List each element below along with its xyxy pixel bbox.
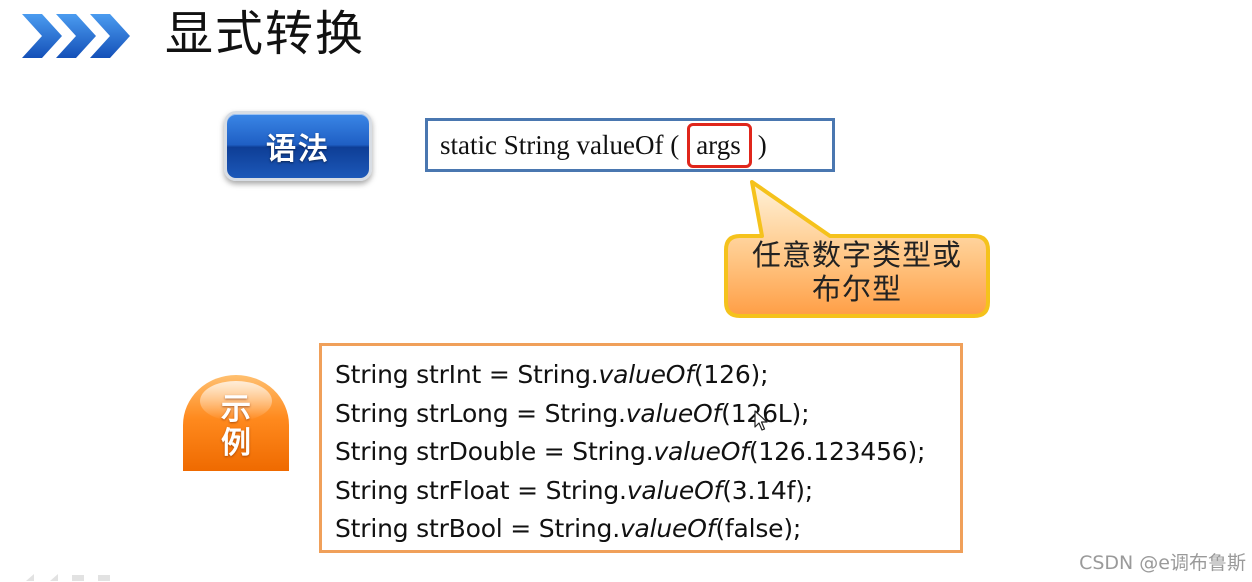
example-badge-label: 示 例 (183, 393, 289, 461)
code-text: String strInt = String. (335, 360, 599, 389)
code-line: String strBool = String.valueOf(false); (335, 510, 960, 549)
code-method: valueOf (625, 398, 722, 428)
code-text: (126.123456); (748, 437, 926, 466)
mouse-cursor-icon (754, 410, 768, 431)
syntax-signature-box: static String valueOf ( args ) (425, 118, 835, 172)
code-text: (126L); (721, 398, 810, 428)
example-badge-line-1: 示 (221, 392, 251, 427)
code-text: String strDouble = String. (335, 437, 654, 466)
code-text: String strLong = String. (335, 398, 626, 428)
callout-text: 任意数字类型或 布尔型 (728, 238, 986, 314)
code-line: String strFloat = String.valueOf(3.14f); (335, 472, 960, 511)
syntax-badge: 语法 (224, 111, 372, 181)
code-method: valueOf (653, 437, 749, 466)
signature-suffix: ) (757, 129, 767, 160)
code-text: (false); (715, 514, 802, 543)
code-line: String strInt = String.valueOf(126); (335, 356, 960, 395)
args-callout-bubble (724, 180, 990, 318)
callout-line-2: 布尔型 (811, 272, 902, 306)
code-method: valueOf (619, 514, 716, 543)
code-method: valueOf (598, 360, 694, 389)
signature-prefix: static String valueOf ( (440, 129, 680, 160)
example-badge-shape (183, 375, 289, 471)
code-example-box: String strInt = String.valueOf(126); Str… (319, 343, 963, 553)
csdn-watermark: CSDN @e调布鲁斯 (1079, 552, 1246, 574)
code-text: (3.14f); (722, 475, 813, 505)
code-line: String strDouble = String.valueOf(126.12… (335, 433, 960, 472)
example-badge-line-2: 例 (221, 426, 251, 461)
code-line: String strLong = String.valueOf(126L); (335, 395, 960, 434)
slide-nav-controls-icon[interactable] (6, 572, 126, 582)
code-text: String strBool = String. (335, 514, 620, 543)
code-method: valueOf (626, 475, 723, 505)
chevron-arrows-icon (22, 14, 130, 58)
code-text: String strFloat = String. (335, 475, 627, 505)
args-highlight: args (687, 122, 752, 168)
callout-line-1: 任意数字类型或 (751, 238, 962, 272)
code-text: (126); (693, 360, 769, 389)
page-title: 显式转换 (165, 6, 366, 62)
